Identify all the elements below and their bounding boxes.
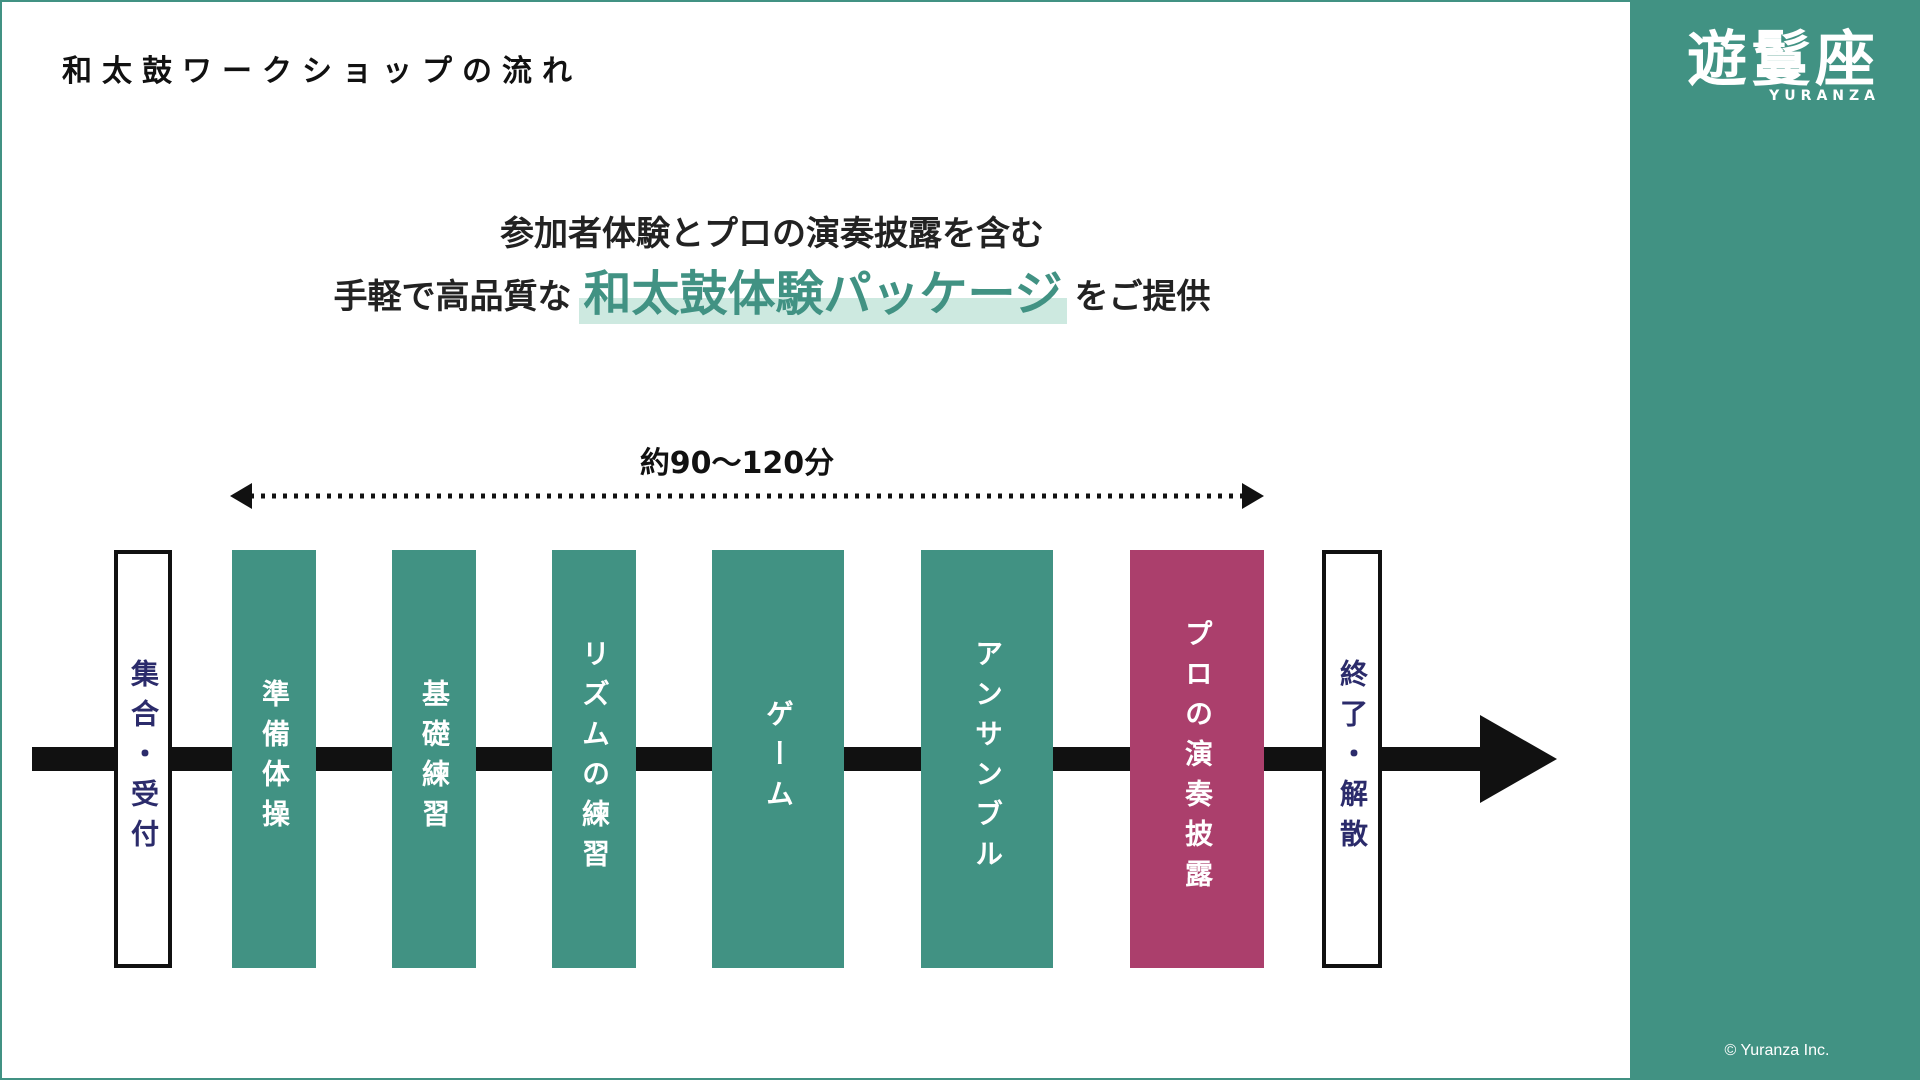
duration-arrowhead-right [1242, 483, 1264, 509]
step-closing: 終了・解散 [1322, 550, 1382, 968]
step-pro-performance: プロの演奏披露 [1130, 550, 1264, 968]
step-label: 準備体操 [258, 679, 291, 839]
company-logo: 遊鬘座 YURANZA [1680, 24, 1886, 104]
step-game: ゲーム [712, 550, 844, 968]
lead-line-2: 手軽で高品質な和太鼓体験パッケージをご提供 [2, 254, 1542, 324]
step-label: 終了・解散 [1336, 659, 1369, 859]
step-label: プロの演奏披露 [1181, 619, 1214, 899]
logo-roman: YURANZA [1769, 88, 1880, 104]
duration-label: 約90〜120分 [639, 446, 835, 481]
lead-line-1: 参加者体験とプロの演奏披露を含む [500, 214, 1044, 254]
step-gathering: 集合・受付 [114, 550, 172, 968]
copyright: © Yuranza Inc. [1724, 1042, 1830, 1059]
lead-suffix: をご提供 [1074, 277, 1211, 317]
duration-arrowhead-left [230, 483, 252, 509]
logo-kanji: 遊鬘座 [1687, 25, 1879, 95]
step-basics: 基礎練習 [392, 550, 476, 968]
step-label: ゲーム [762, 699, 795, 819]
page-title: 和太鼓ワークショップの流れ [62, 54, 582, 89]
step-warmup: 準備体操 [232, 550, 316, 968]
timeline-arrowhead [1480, 715, 1557, 803]
lead-prefix: 手軽で高品質な [333, 277, 572, 317]
lead-highlight: 和太鼓体験パッケージ [579, 254, 1067, 324]
step-rhythm: リズムの練習 [552, 550, 636, 968]
step-label: リズムの練習 [578, 639, 611, 879]
step-label: アンサンブル [971, 639, 1004, 879]
step-ensemble: アンサンブル [921, 550, 1053, 968]
step-label: 基礎練習 [418, 679, 451, 839]
step-label: 集合・受付 [127, 659, 160, 859]
brand-panel [1630, 2, 1918, 1078]
